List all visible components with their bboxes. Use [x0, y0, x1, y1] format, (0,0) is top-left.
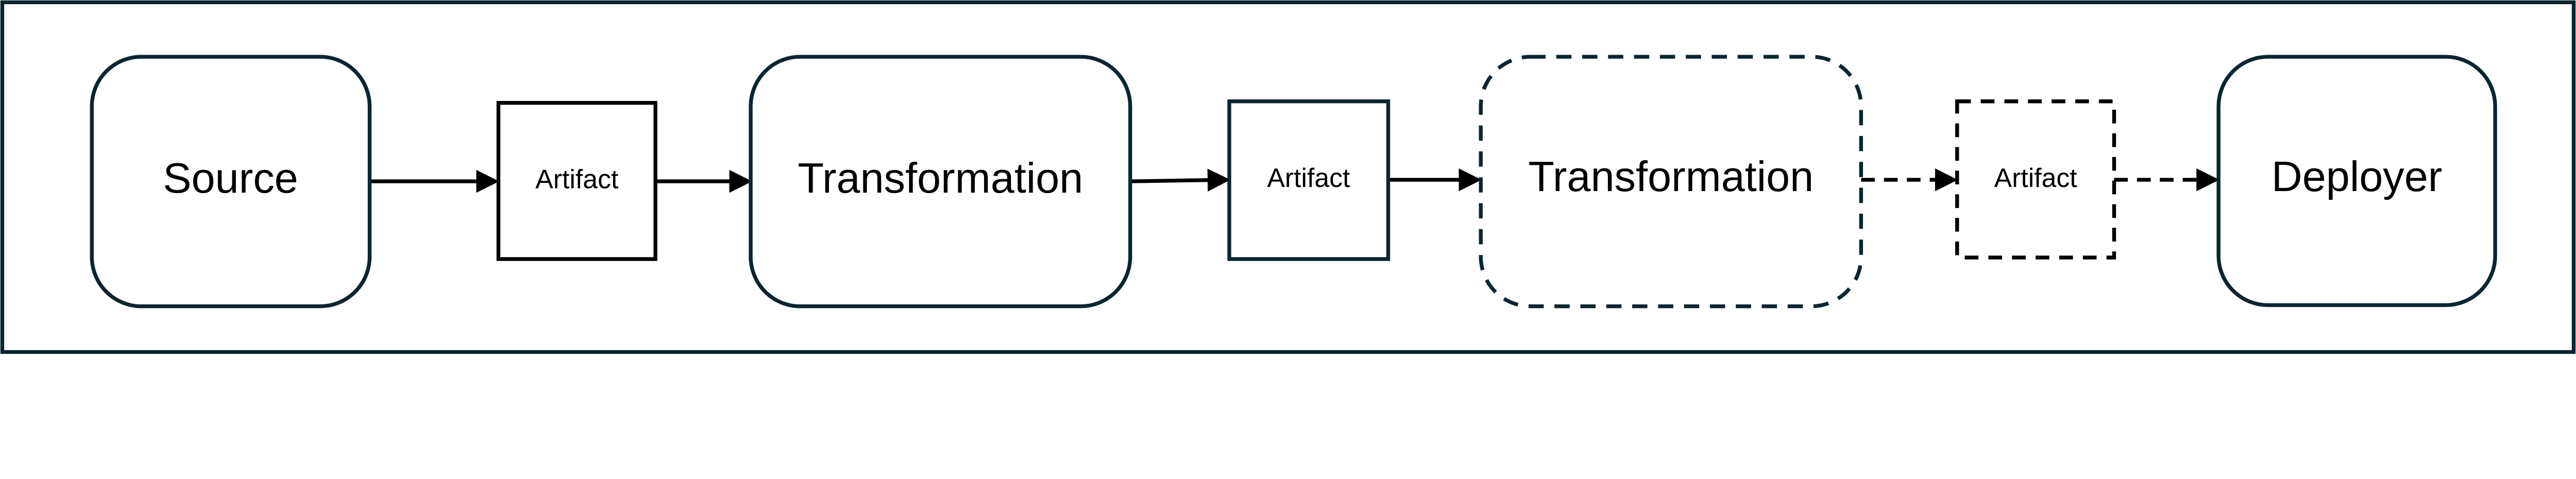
node-source-label: Source	[163, 154, 298, 202]
node-artifact1-label: Artifact	[535, 164, 618, 194]
node-transformation1: Transformation	[749, 55, 1132, 309]
node-deployer: Deployer	[2216, 55, 2497, 307]
node-artifact3-label: Artifact	[1994, 163, 2077, 193]
node-deployer-label: Deployer	[2272, 152, 2442, 200]
node-artifact2-label: Artifact	[1267, 163, 1350, 193]
node-artifact2: Artifact	[1227, 99, 1391, 261]
frame-border	[0, 0, 2576, 354]
node-artifact3: Artifact	[1955, 99, 2116, 260]
node-transformation1-label: Transformation	[798, 154, 1083, 202]
node-transformation2: Transformation	[1479, 55, 1863, 309]
node-artifact1: Artifact	[496, 101, 657, 261]
node-source: Source	[90, 55, 372, 309]
node-transformation2-label: Transformation	[1528, 152, 1814, 200]
edge-transformation1-artifact2	[1130, 168, 1231, 192]
pipeline-diagram: Source Artifact Transformation Artifact …	[0, 0, 2576, 354]
